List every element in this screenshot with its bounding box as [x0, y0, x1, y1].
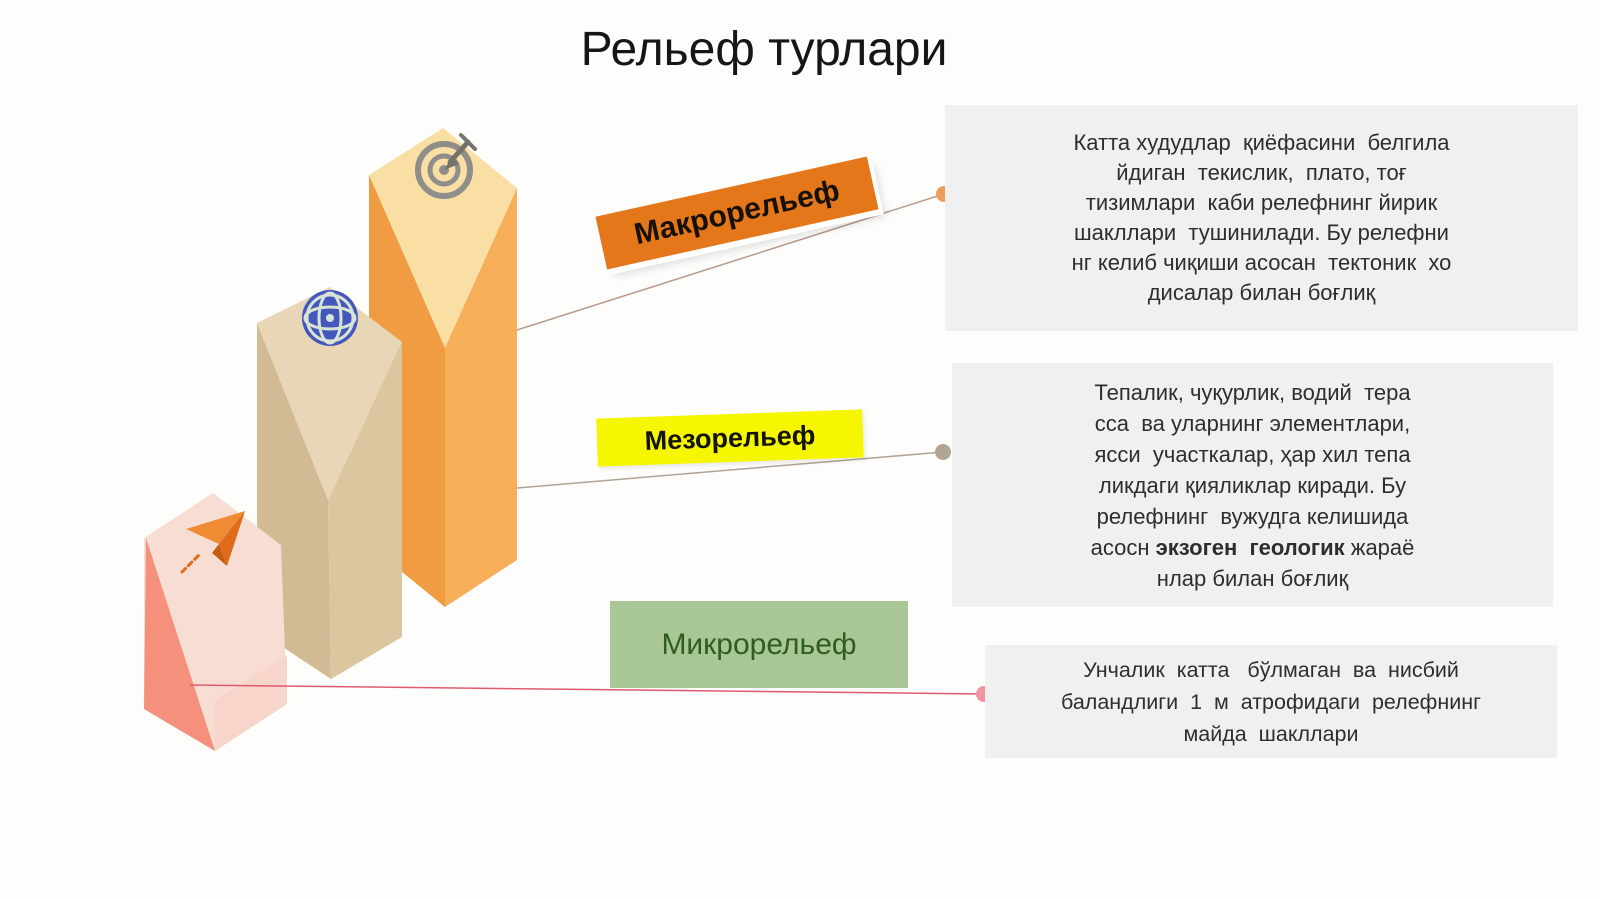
- mezo-text-line: релефнинг вужудга келишида: [1096, 503, 1409, 529]
- mezo-bold-post: жараё: [1344, 534, 1415, 560]
- label-mezo-text: Мезорельеф: [644, 419, 816, 456]
- mezo-text-line: сса ва уларнинг элементлари,: [1094, 410, 1411, 436]
- mezo-text-line: ясси участкалар, ҳар хил тепа: [1094, 441, 1411, 467]
- target-icon: [415, 133, 477, 199]
- label-micro: Микрорельеф: [610, 601, 908, 688]
- description-box-macro: Катта худудлар қиёфасини белгила йдиган …: [945, 105, 1578, 331]
- description-box-mezo: Тепалик, чуқурлик, водий тера сса ва ула…: [952, 363, 1553, 607]
- micro-connector-line: [189, 684, 985, 695]
- macro-text-line: тизимлари каби релефнинг йирик: [1085, 190, 1438, 215]
- page-title: Рельеф турлари: [580, 23, 948, 76]
- mezo-text-line-bold: асосн экзоген геологик жараё: [952, 532, 1553, 563]
- description-box-micro: Унчалик катта бўлмаган ва нисбий баландл…: [985, 645, 1557, 758]
- macro-text-line: дисалар билан боғлиқ: [1147, 280, 1376, 305]
- micro-text-line: Унчалик катта бўлмаган ва нисбий: [1083, 657, 1459, 682]
- mezo-text-line: нлар билан боғлиқ: [1156, 565, 1349, 591]
- mezo-text-line: Тепалик, чуқурлик, водий тера: [1094, 379, 1411, 405]
- macro-connector-line: [516, 193, 945, 331]
- label-mezo: Мезорельеф: [596, 409, 864, 467]
- macro-text-line: шакллари тушинилади. Бу релефни: [1074, 220, 1449, 245]
- globe-icon: [302, 290, 358, 346]
- macro-text-line: Катта худудлар қиёфасини белгила: [1073, 130, 1450, 155]
- macro-text-line: йдиган текислик, плато, тоғ: [1116, 160, 1407, 185]
- micro-text-line: майда шакллари: [1183, 721, 1359, 746]
- micro-text-line: баландлиги 1 м атрофидаги релефнинг: [1061, 689, 1481, 714]
- mezo-text-line: ликдаги қияликлар киради. Бу: [1098, 472, 1407, 498]
- mezo-connector-dot: [935, 444, 951, 460]
- mezo-connector-line: [516, 451, 944, 489]
- mezo-bold-pre: асосн: [1090, 534, 1156, 560]
- macro-column: [369, 128, 517, 607]
- label-micro-text: Микрорельеф: [661, 627, 857, 661]
- micro-column: [144, 493, 287, 751]
- macro-text-line: нг келиб чиқиши асосан тектоник хо: [1071, 250, 1452, 275]
- mezo-bold-text: экзоген геологик: [1155, 534, 1345, 560]
- paper-plane-icon: [180, 511, 245, 574]
